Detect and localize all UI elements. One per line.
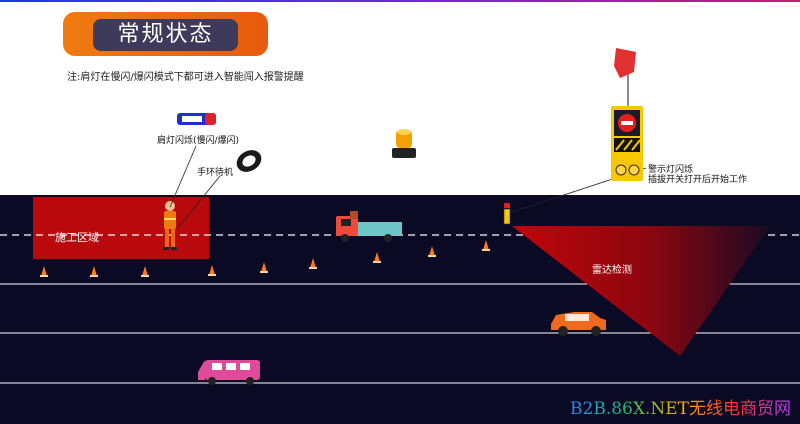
warning-light-sub-label: 插拔开关打开后开始工作 (648, 175, 748, 185)
cone-icon (141, 266, 149, 277)
construction-zone-label: 施工区域 (55, 231, 99, 244)
worker-icon (163, 201, 177, 250)
roadside-light-icon (503, 203, 511, 225)
construction-zone (33, 197, 209, 259)
pink-van-icon (198, 360, 260, 385)
shoulder-light-icon (177, 113, 216, 125)
cone-icon (309, 258, 317, 269)
warning-light-tower-icon (611, 48, 643, 181)
note-text: 注:肩灯在慢闪/爆闪模式下都可进入智能闯入报警提醒 (67, 72, 304, 83)
cone-icon (90, 266, 98, 277)
cone-icon (428, 246, 436, 257)
pointer-line-shoulder (169, 145, 197, 208)
page-title: 常规状态 (93, 19, 238, 51)
work-truck-icon (336, 211, 402, 242)
wristband-icon (236, 150, 262, 172)
top-accent-line (0, 0, 800, 2)
warning-light-label: 警示灯闪烁 (648, 165, 694, 175)
pointer-line-wristband (176, 175, 221, 230)
radar-detection-area (512, 226, 770, 356)
amber-beacon-icon (392, 129, 416, 158)
cone-icon (208, 265, 216, 276)
cone-icon (373, 252, 381, 263)
radar-label: 雷达检测 (592, 265, 632, 276)
orange-car-icon (551, 312, 606, 336)
cone-icon (482, 240, 490, 251)
wristband-label: 手环待机 (197, 168, 234, 178)
shoulder-light-label: 肩灯闪烁(慢闪/爆闪) (157, 136, 240, 146)
traffic-cones (40, 240, 490, 277)
cone-icon (260, 262, 268, 273)
cone-icon (40, 266, 48, 277)
watermark: B2B.86X.NET无线电商贸网 (570, 394, 791, 419)
